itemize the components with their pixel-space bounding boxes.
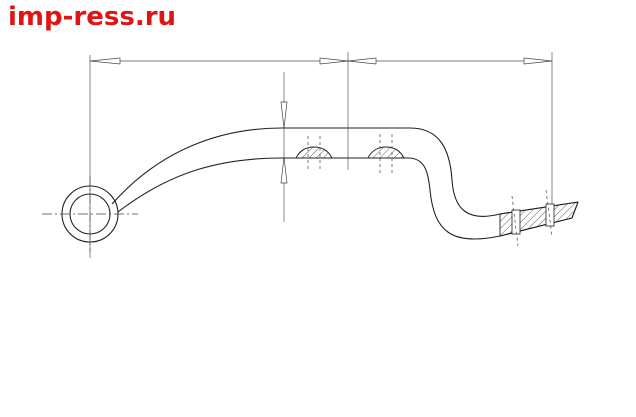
site-watermark: imp-ress.ru [8, 2, 177, 32]
spring-eye [42, 176, 138, 252]
top-dimension [89, 52, 553, 258]
hatched-end-section [499, 189, 579, 247]
bolt-pad-right [367, 134, 405, 174]
thickness-dimension [280, 72, 288, 222]
bolt-pad-left [295, 136, 333, 172]
